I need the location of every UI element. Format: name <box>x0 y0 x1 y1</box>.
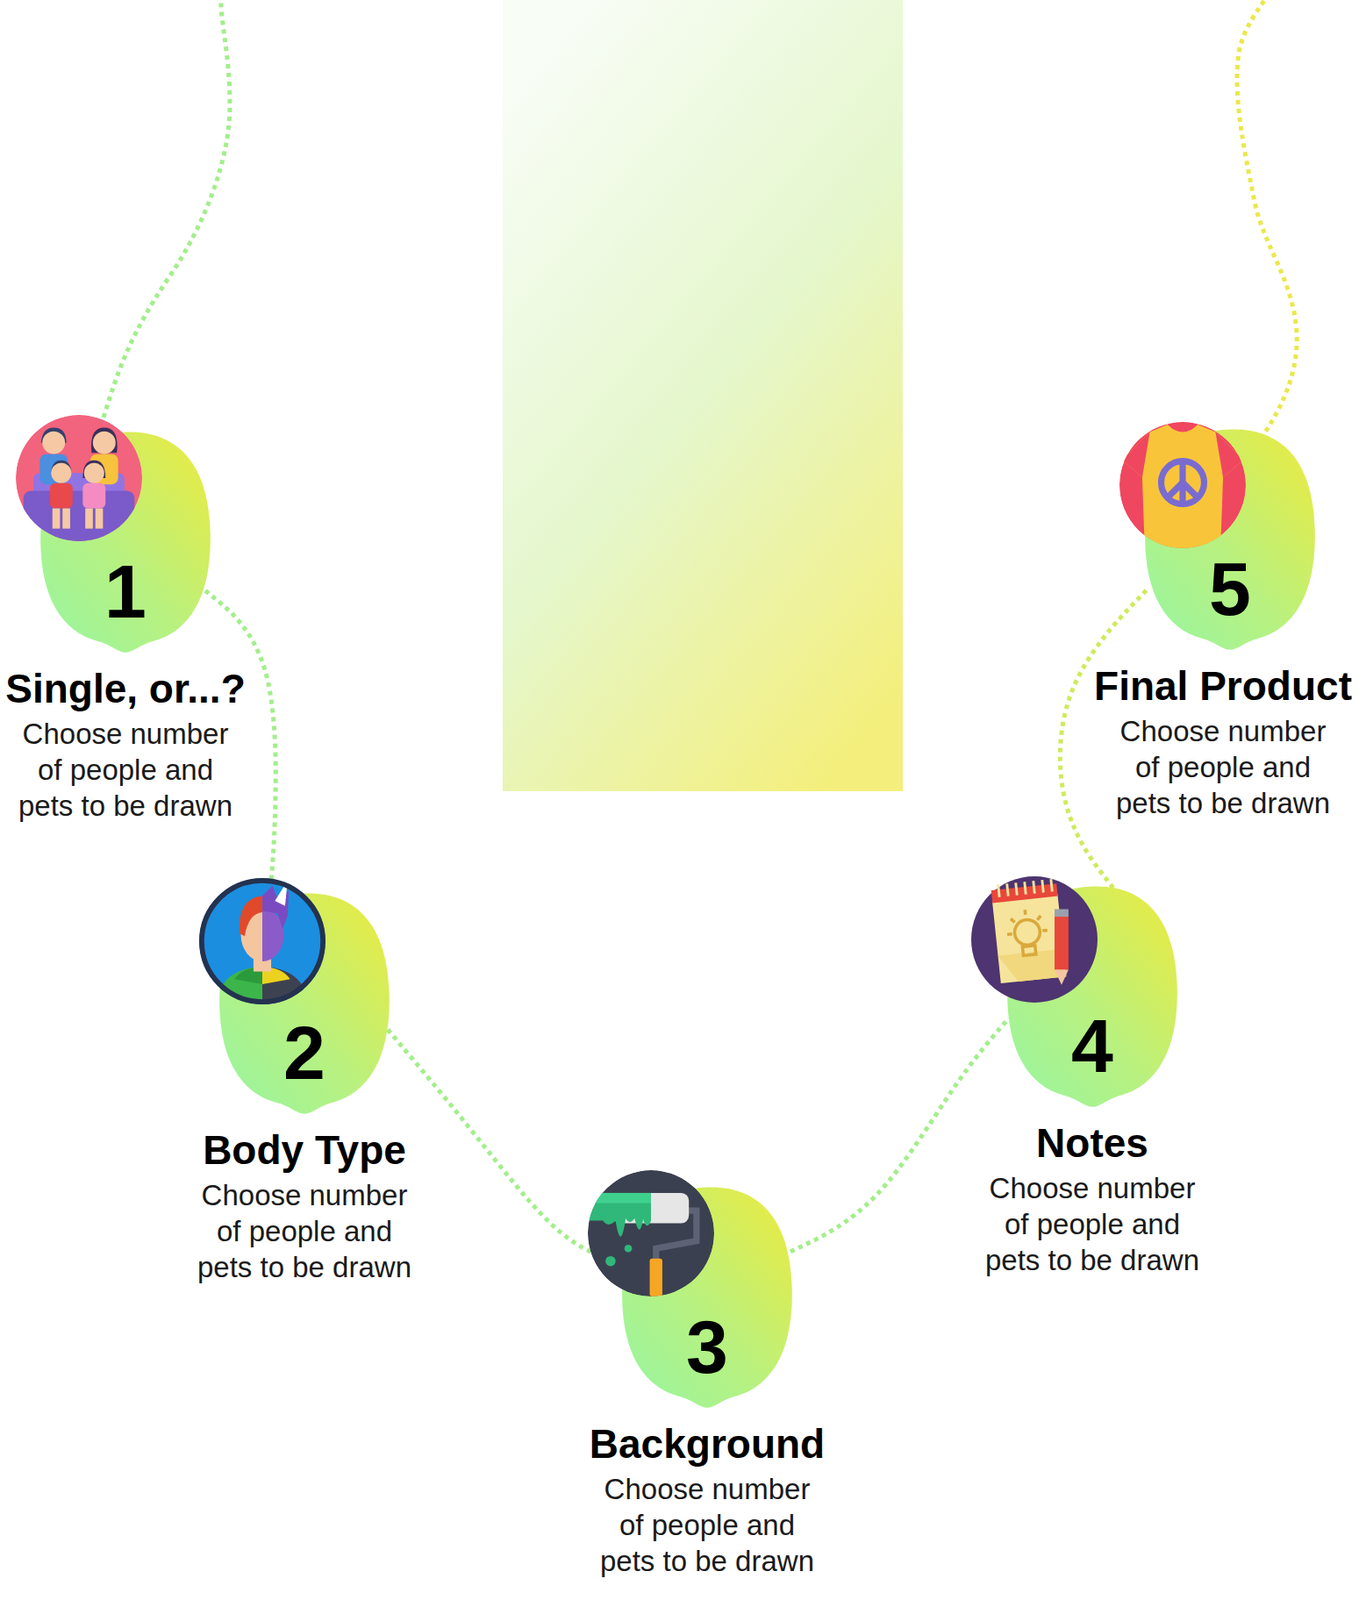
step-description: Choose number of people and pets to be d… <box>12 715 239 824</box>
dotted-path <box>1237 0 1297 439</box>
step-title: Single, or...? <box>0 665 272 713</box>
step-caption: Body TypeChoose number of people and pet… <box>158 1115 451 1286</box>
step-node: 5Final ProductChoose number of people an… <box>1143 426 1317 651</box>
step-description: Choose number of people and pets to be d… <box>191 1177 418 1286</box>
step-title: Background <box>561 1421 853 1468</box>
step-number: 3 <box>620 1308 794 1385</box>
step-number: 4 <box>1005 1008 1180 1084</box>
step-number: 1 <box>38 553 213 630</box>
gradient-panel <box>502 0 903 792</box>
step-caption: BackgroundChoose number of people and pe… <box>561 1408 853 1580</box>
step-description: Choose number of people and pets to be d… <box>593 1471 821 1580</box>
step-caption: Final ProductChoose number of people and… <box>1077 650 1366 822</box>
step-node: 4NotesChoose number of people and pets t… <box>1005 883 1180 1109</box>
step-number: 5 <box>1143 550 1317 627</box>
step-node: 1Single, or...?Choose number of people a… <box>38 429 213 654</box>
step-icon <box>587 1170 715 1297</box>
step-title: Notes <box>946 1120 1238 1167</box>
step-description: Choose number of people and pets to be d… <box>1109 713 1337 822</box>
step-icon <box>1119 421 1246 549</box>
step-caption: Single, or...?Choose number of people an… <box>0 653 272 824</box>
dotted-connector <box>790 1018 1009 1252</box>
step-title: Final Product <box>1077 663 1366 710</box>
step-icon <box>15 414 143 542</box>
step-icon <box>971 876 1098 1003</box>
step-node: 2Body TypeChoose number of people and pe… <box>217 890 392 1116</box>
step-title: Body Type <box>158 1127 451 1174</box>
step-icon <box>199 878 326 1005</box>
step-number: 2 <box>217 1015 392 1091</box>
dotted-path <box>103 0 230 418</box>
step-caption: NotesChoose number of people and pets to… <box>946 1108 1238 1279</box>
step-node: 3BackgroundChoose number of people and p… <box>620 1184 794 1409</box>
step-description: Choose number of people and pets to be d… <box>979 1170 1206 1279</box>
